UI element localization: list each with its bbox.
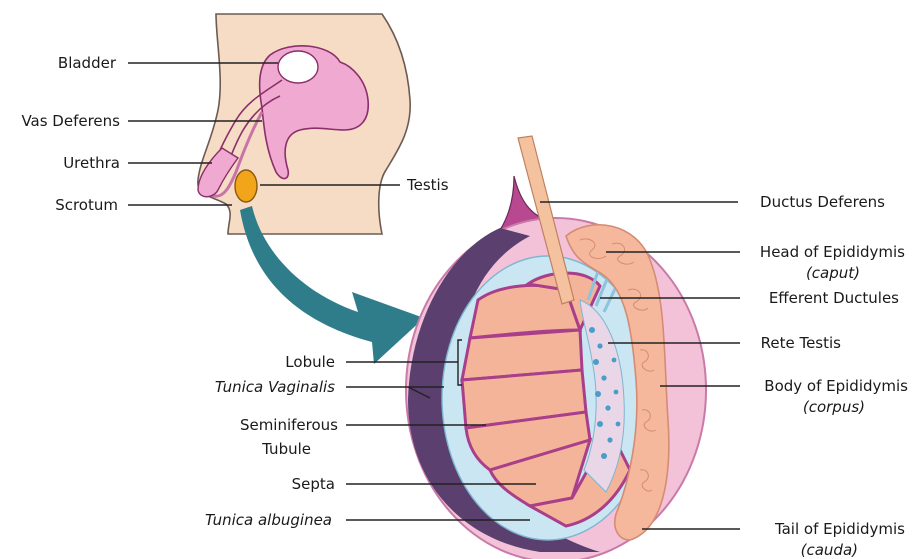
label-tubule: Tubule: [261, 440, 311, 458]
label-vas-deferens: Vas Deferens: [21, 112, 120, 130]
pelvis-inset: [198, 14, 410, 234]
testis-cross-section: [406, 136, 706, 559]
label-lobule: Lobule: [285, 353, 335, 371]
testis-organ-small: [235, 170, 257, 202]
label-ductus-deferens: Ductus Deferens: [760, 193, 885, 211]
label-scrotum: Scrotum: [55, 196, 118, 214]
label-tunica-albuginea: Tunica albuginea: [205, 511, 332, 529]
label-head-epididymis-latin: (caput): [806, 264, 860, 282]
label-tail-epididymis-latin: (cauda): [801, 541, 858, 559]
label-septa: Septa: [292, 475, 335, 493]
label-seminiferous: Seminiferous: [240, 416, 338, 434]
label-rete-testis: Rete Testis: [761, 334, 842, 352]
label-body-epididymis: Body of Epididymis: [764, 377, 908, 395]
label-tail-epididymis: Tail of Epididymis: [774, 520, 905, 538]
label-body-epididymis-latin: (corpus): [803, 398, 865, 416]
label-urethra: Urethra: [63, 154, 120, 172]
label-head-epididymis: Head of Epididymis: [760, 243, 905, 261]
label-testis: Testis: [406, 176, 449, 194]
label-tunica-vaginalis: Tunica Vaginalis: [215, 378, 335, 396]
label-bladder: Bladder: [58, 54, 117, 72]
bladder-lumen: [278, 51, 318, 83]
label-efferent-ductules: Efferent Ductules: [769, 289, 899, 307]
